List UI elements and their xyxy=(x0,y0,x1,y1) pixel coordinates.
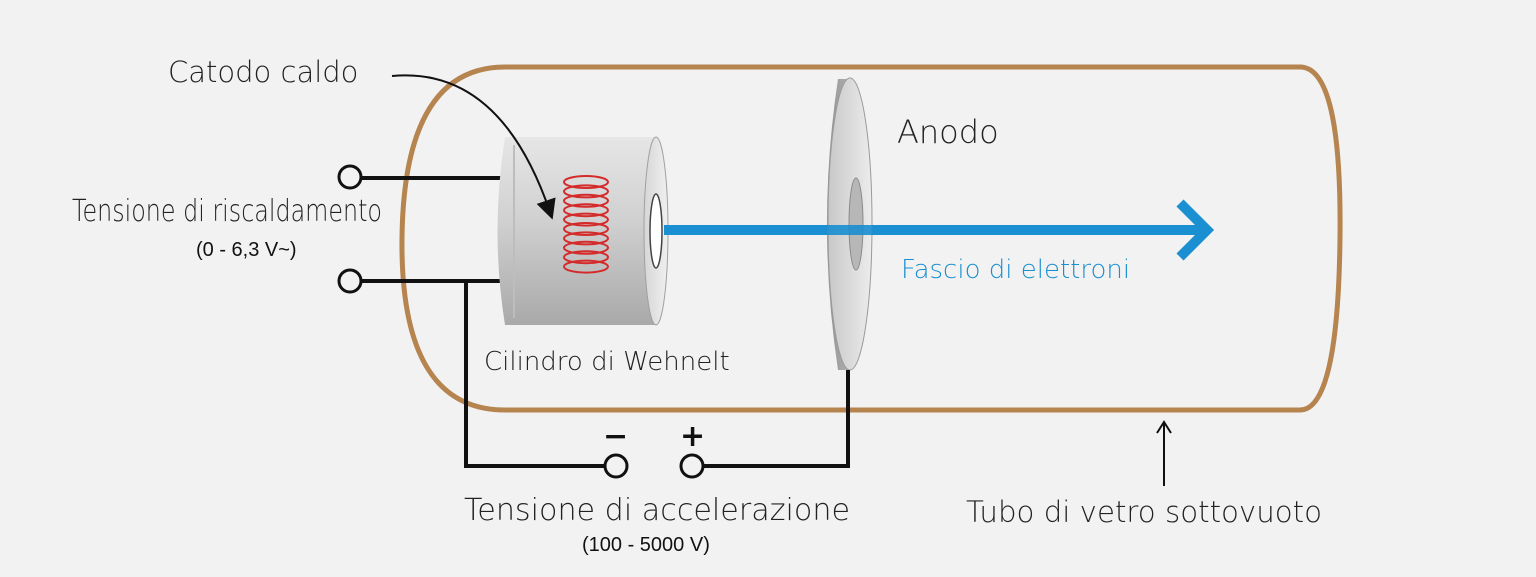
glass-tube-label: Tubo di vetro sottovuoto xyxy=(966,495,1322,529)
coil-loop xyxy=(563,240,609,255)
acceleration-wire-minus xyxy=(464,281,605,468)
acceleration-wire-plus xyxy=(703,370,850,468)
acceleration-terminal-plus xyxy=(679,453,705,479)
electron-beam-arrow xyxy=(664,199,1215,261)
minus-sign: − xyxy=(603,419,628,454)
heating-terminal-top xyxy=(337,164,363,190)
hot-cathode-label: Catodo caldo xyxy=(168,55,358,89)
acceleration-voltage-label: Tensione di accelerazione xyxy=(464,493,850,528)
acceleration-terminal-minus xyxy=(603,453,629,479)
plus-sign: + xyxy=(680,419,705,454)
acceleration-range-label: (100 - 5000 V) xyxy=(582,534,710,556)
anode-label: Anodo xyxy=(897,113,999,151)
anode-disc xyxy=(818,77,880,371)
coil-loop xyxy=(563,250,609,265)
coil-loop xyxy=(563,259,609,274)
coil-loop xyxy=(563,203,609,218)
coil-loop xyxy=(563,193,609,208)
glass-tube-outline xyxy=(399,64,1343,413)
wehnelt-cylinder xyxy=(497,136,669,326)
heating-voltage-label: Tensione di riscaldamento xyxy=(72,194,382,229)
wehnelt-label: Cilindro di Wehnelt xyxy=(484,347,730,377)
coil-loop xyxy=(563,212,609,227)
coil-loop xyxy=(563,222,609,236)
heating-range-label: (0 - 6,3 V~) xyxy=(196,239,297,261)
coil-loop xyxy=(563,231,609,246)
coil-loop xyxy=(563,175,609,189)
tube-pointer-arrow xyxy=(1156,420,1172,486)
heating-terminal-bottom xyxy=(337,268,363,294)
cathode-heating-coil xyxy=(563,175,609,274)
electron-beam-label: Fascio di elettroni xyxy=(901,255,1130,285)
cathode-pointer-arrow xyxy=(391,74,556,220)
coil-loop xyxy=(563,184,609,199)
